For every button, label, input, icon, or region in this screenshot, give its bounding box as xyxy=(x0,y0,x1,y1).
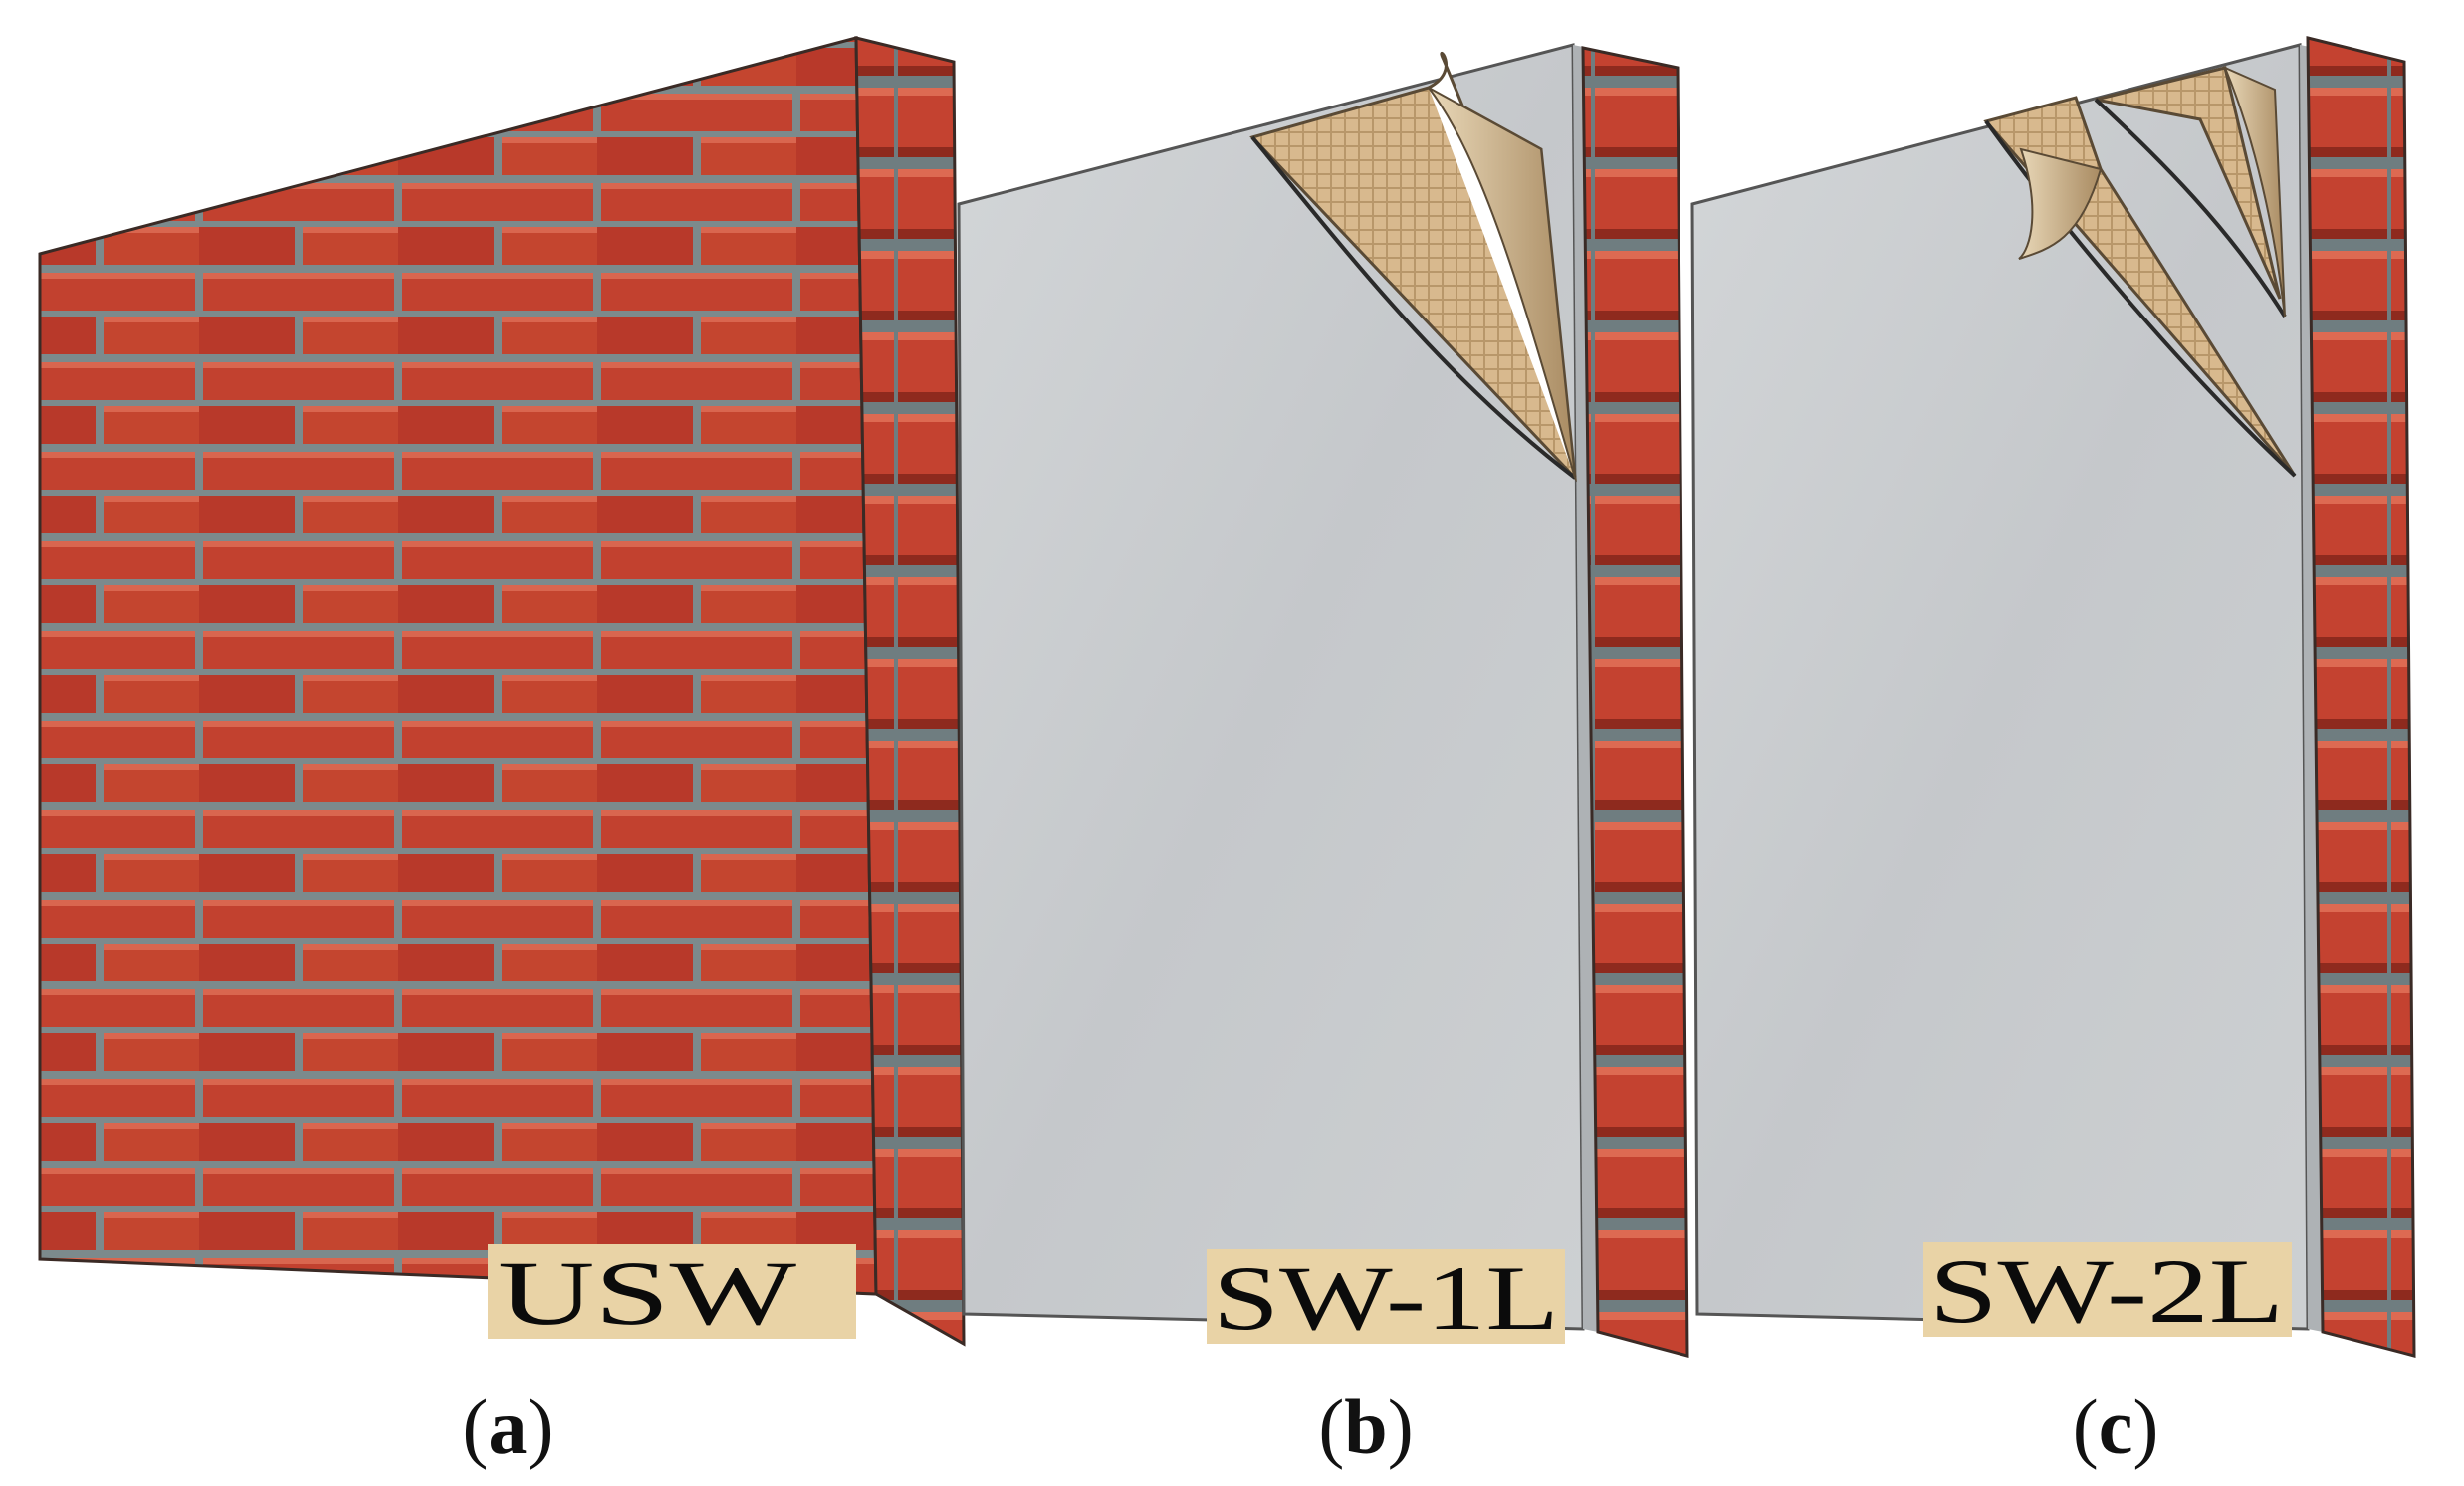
panel-b-tag: SW-1L xyxy=(1213,1247,1559,1349)
caption-b-letter: b xyxy=(1344,1383,1387,1470)
panel-c-label-tag: SW-2L xyxy=(1923,1240,2292,1342)
mesh-layer-peel xyxy=(1249,52,1577,483)
brick-wall-end xyxy=(1581,46,1689,1358)
panel-b-label-tag: SW-1L xyxy=(1207,1247,1565,1349)
panel-a-label-tag: USW xyxy=(488,1242,856,1344)
brick-wall-end xyxy=(2306,36,2416,1358)
panel-c-tag: SW-2L xyxy=(1929,1240,2284,1342)
caption-c: (c) xyxy=(2073,1383,2159,1470)
caption-b: (b) xyxy=(1318,1383,1413,1470)
plaster-face xyxy=(1690,43,2310,1331)
brick-wall-end xyxy=(854,36,966,1347)
brick-wall-face xyxy=(38,36,878,1296)
plaster-edge xyxy=(2300,45,2323,1332)
panel-c-double-layer-wall: SW-2L xyxy=(1690,36,2416,1358)
panel-a-tag: USW xyxy=(498,1242,796,1344)
caption-a: (a) xyxy=(463,1383,554,1470)
caption-c-letter: c xyxy=(2099,1383,2133,1470)
panel-a-unstrengthened-wall: USW xyxy=(38,36,966,1347)
mesh-layer-peel-inner xyxy=(2094,66,2287,318)
plaster-edge xyxy=(1573,45,1598,1332)
caption-a-letter: a xyxy=(489,1383,528,1470)
panel-b-single-layer-wall: SW-1L xyxy=(957,43,1689,1358)
mesh-layer-peel-outer xyxy=(1983,96,2297,478)
